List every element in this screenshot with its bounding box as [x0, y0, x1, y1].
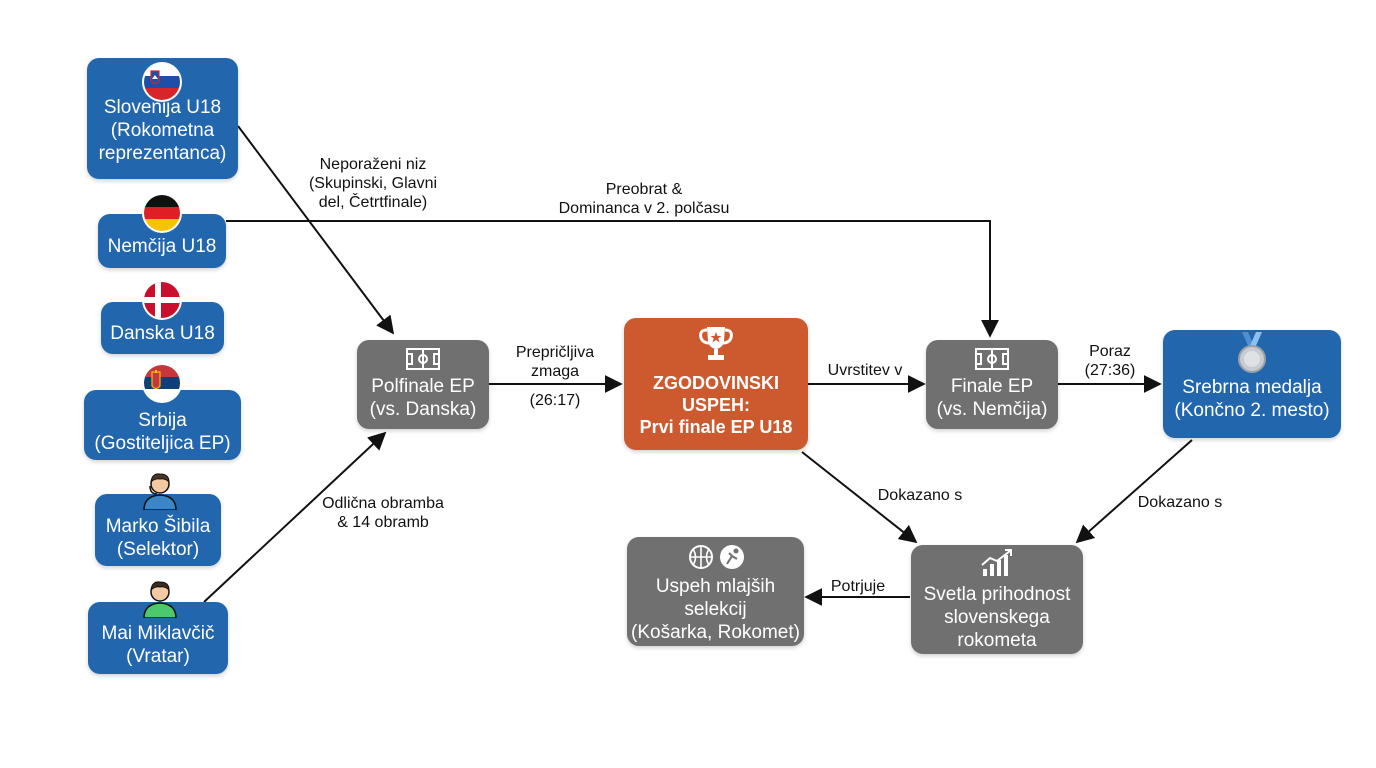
node-srbija-label: Srbija (Gostiteljica EP) [94, 410, 231, 454]
slovenia-flag-icon [142, 62, 182, 102]
edge-label-odlicna: Odlična obramba & 14 obramb [322, 495, 444, 531]
node-danska-label: Danska U18 [110, 322, 215, 344]
node-miklavcic-label: Mai Miklavčič (Vratar) [101, 623, 215, 667]
edge-srebrna-svetla [1075, 439, 1193, 544]
serbia-flag-icon [142, 363, 182, 403]
goalkeeper-avatar-icon [143, 581, 177, 618]
node-finale-label: Finale EP (vs. Nemčija) [936, 375, 1048, 420]
edge-label-dokazano-2: Dokazano s [1137, 494, 1223, 511]
node-svetla-label: Svetla prihodnost slovenskega rokometa [923, 584, 1071, 651]
growth-chart-icon [981, 549, 1012, 576]
edge-nemcija-finale [226, 220, 999, 338]
node-nemcija-label: Nemčija U18 [107, 235, 217, 257]
node-uspeh: Uspeh mlajših selekcij (Košarka, Rokomet… [627, 537, 804, 646]
node-miklavcic: Mai Miklavčič (Vratar) [88, 602, 228, 674]
edge-label-neporazeni: Neporaženi niz (Skupinski, Glavni del, Č… [308, 156, 438, 211]
handball-court-icon [406, 348, 440, 370]
edge-label-score-semi: (26:17) [529, 392, 581, 409]
node-sibila-label: Marko Šibila (Selektor) [105, 516, 211, 560]
edge-label-prepricljiva: Prepričljiva zmaga [515, 344, 595, 380]
edge-label-preobrat: Preobrat & Dominanca v 2. polčasu [558, 181, 730, 217]
edge-label-poraz: Poraz (27:36) [1084, 343, 1136, 379]
trophy-icon [699, 327, 733, 360]
node-uspeh-label: Uspeh mlajših selekcij (Košarka, Rokomet… [631, 576, 800, 643]
denmark-flag-icon [142, 280, 182, 320]
node-srebrna-label: Srebrna medalja (Končno 2. mesto) [1174, 377, 1330, 421]
germany-flag-icon [142, 193, 182, 233]
handball-court-icon [975, 348, 1009, 370]
node-sibila: Marko Šibila (Selektor) [95, 494, 221, 566]
coach-avatar-icon [143, 473, 177, 510]
node-slovenija-label: Slovenija U18 (Rokometna reprezentanca) [98, 97, 227, 164]
basketball-and-handball-icon [689, 545, 744, 569]
node-zgodovinski-label: ZGODOVINSKI USPEH: Prvi finale EP U18 [639, 373, 793, 437]
node-polfinale-label: Polfinale EP (vs. Danska) [369, 375, 477, 420]
edge-label-dokazano-1: Dokazano s [877, 487, 963, 504]
edge-label-potrjuje: Potrjuje [830, 578, 886, 595]
node-nemcija: Nemčija U18 [98, 214, 226, 268]
edge-label-uvrstitev: Uvrstitev v [827, 362, 903, 379]
silver-medal-icon [1238, 332, 1266, 373]
